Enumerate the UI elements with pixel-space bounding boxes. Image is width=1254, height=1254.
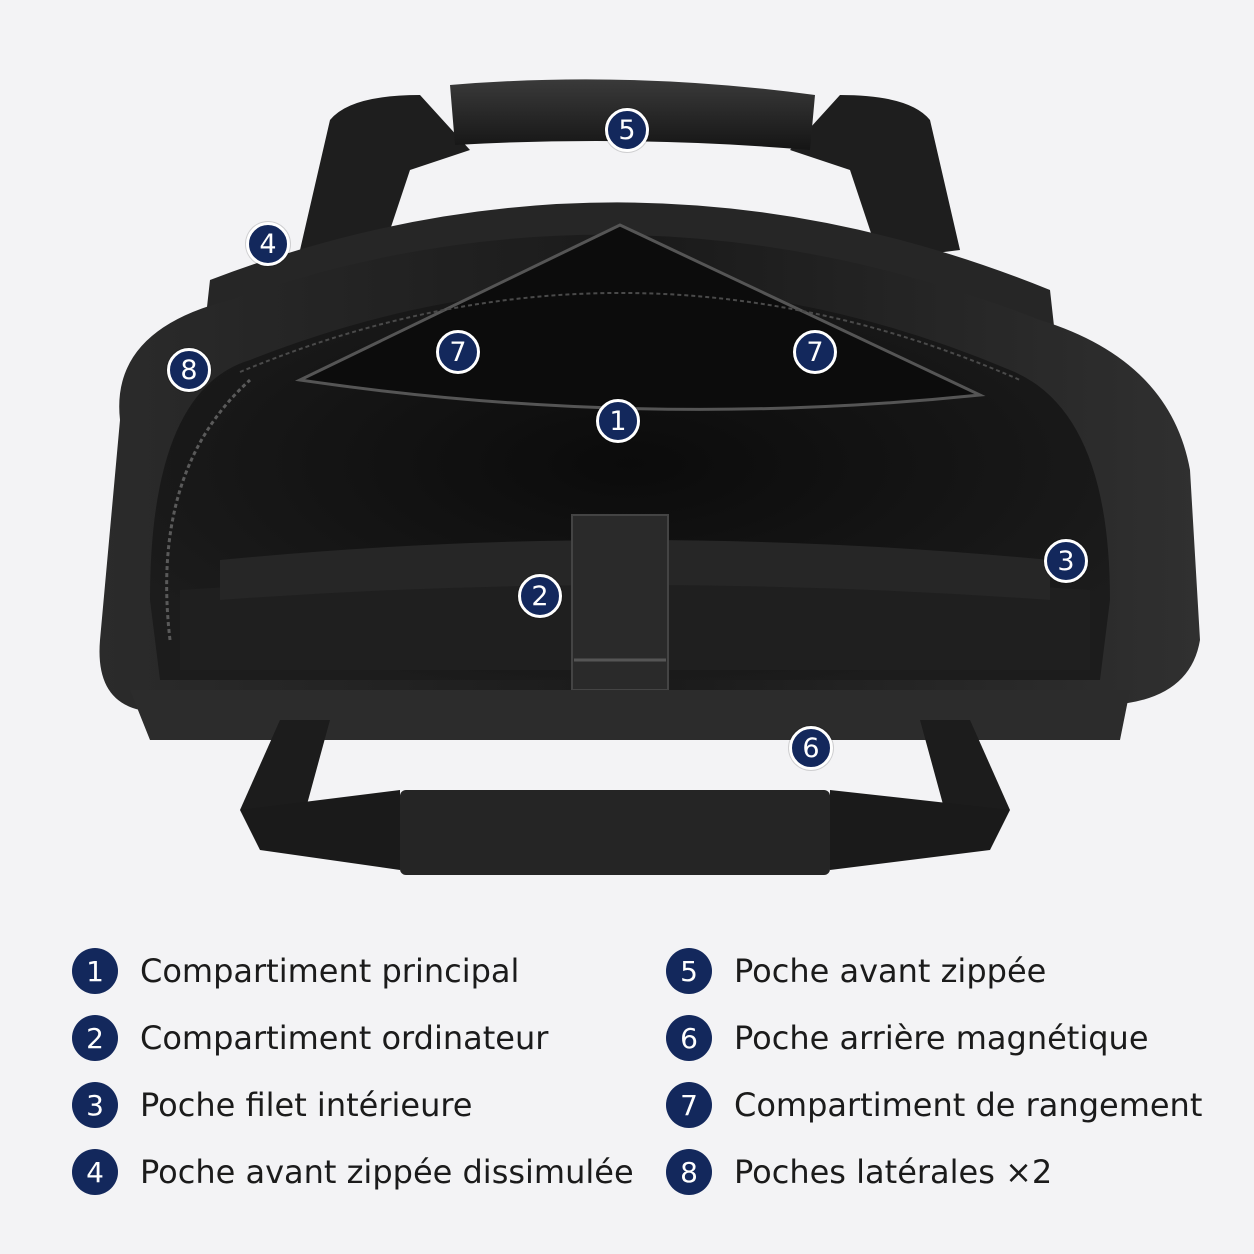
marker-2: 2	[518, 574, 562, 618]
marker-6: 6	[789, 726, 833, 770]
back-handle	[240, 720, 1010, 875]
marker-5: 5	[605, 108, 649, 152]
feature-legend: 1 Compartiment principal 2 Compartiment …	[0, 940, 1254, 1240]
legend-label: Poche arrière magnétique	[734, 1019, 1149, 1057]
legend-item-4: 4 Poche avant zippée dissimulée	[72, 1147, 634, 1197]
legend-number: 5	[666, 948, 712, 994]
laptop-strap	[571, 514, 669, 691]
legend-label: Poches latérales ×2	[734, 1153, 1053, 1191]
marker-7-right: 7	[793, 330, 837, 374]
legend-number: 8	[666, 1149, 712, 1195]
legend-item-2: 2 Compartiment ordinateur	[72, 1013, 548, 1063]
legend-label: Compartiment ordinateur	[140, 1019, 549, 1057]
legend-item-5: 5 Poche avant zippée	[666, 946, 1046, 996]
marker-4: 4	[246, 222, 290, 266]
legend-item-3: 3 Poche filet intérieure	[72, 1080, 472, 1130]
legend-label: Poche avant zippée	[734, 952, 1047, 990]
marker-1: 1	[596, 399, 640, 443]
legend-number: 7	[666, 1082, 712, 1128]
legend-label: Poche avant zippée dissimulée	[140, 1153, 634, 1191]
marker-7-left: 7	[436, 330, 480, 374]
legend-item-8: 8 Poches latérales ×2	[666, 1147, 1052, 1197]
legend-item-6: 6 Poche arrière magnétique	[666, 1013, 1149, 1063]
legend-number: 1	[72, 948, 118, 994]
marker-3: 3	[1044, 539, 1088, 583]
legend-label: Compartiment de rangement	[734, 1086, 1203, 1124]
legend-label: Compartiment principal	[140, 952, 520, 990]
legend-number: 4	[72, 1149, 118, 1195]
legend-number: 2	[72, 1015, 118, 1061]
legend-item-7: 7 Compartiment de rangement	[666, 1080, 1202, 1130]
top-handle	[300, 79, 960, 260]
bag-photo	[99, 79, 1200, 875]
marker-8: 8	[167, 348, 211, 392]
legend-number: 3	[72, 1082, 118, 1128]
legend-item-1: 1 Compartiment principal	[72, 946, 519, 996]
legend-number: 6	[666, 1015, 712, 1061]
legend-label: Poche filet intérieure	[140, 1086, 473, 1124]
